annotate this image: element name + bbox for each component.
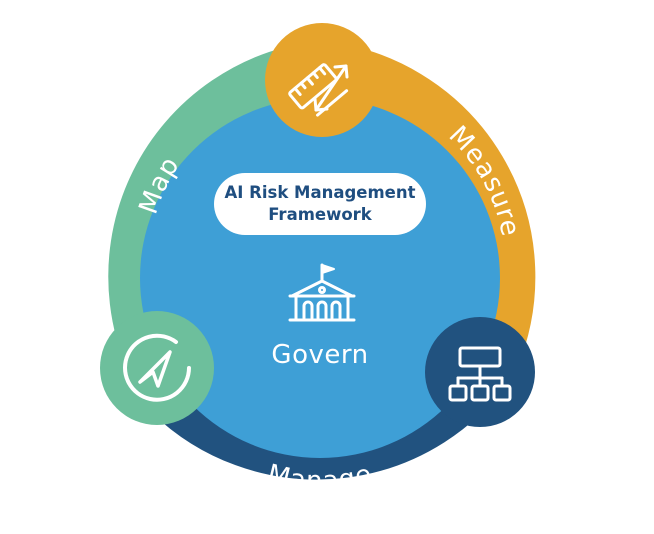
government-building-icon (288, 263, 356, 322)
navigation-compass-icon (123, 333, 191, 402)
map-node (100, 311, 214, 425)
hierarchy-chart-icon (448, 346, 512, 402)
framework-title-line1: AI Risk Management (224, 183, 416, 202)
framework-title-box: AI Risk Management Framework (214, 173, 426, 235)
measure-arrow-icon (313, 64, 349, 112)
ruler-icon (288, 63, 349, 117)
framework-title-line2: Framework (268, 205, 372, 224)
govern-label: Govern (271, 340, 369, 370)
measure-node (265, 23, 379, 137)
manage-node (425, 317, 535, 427)
